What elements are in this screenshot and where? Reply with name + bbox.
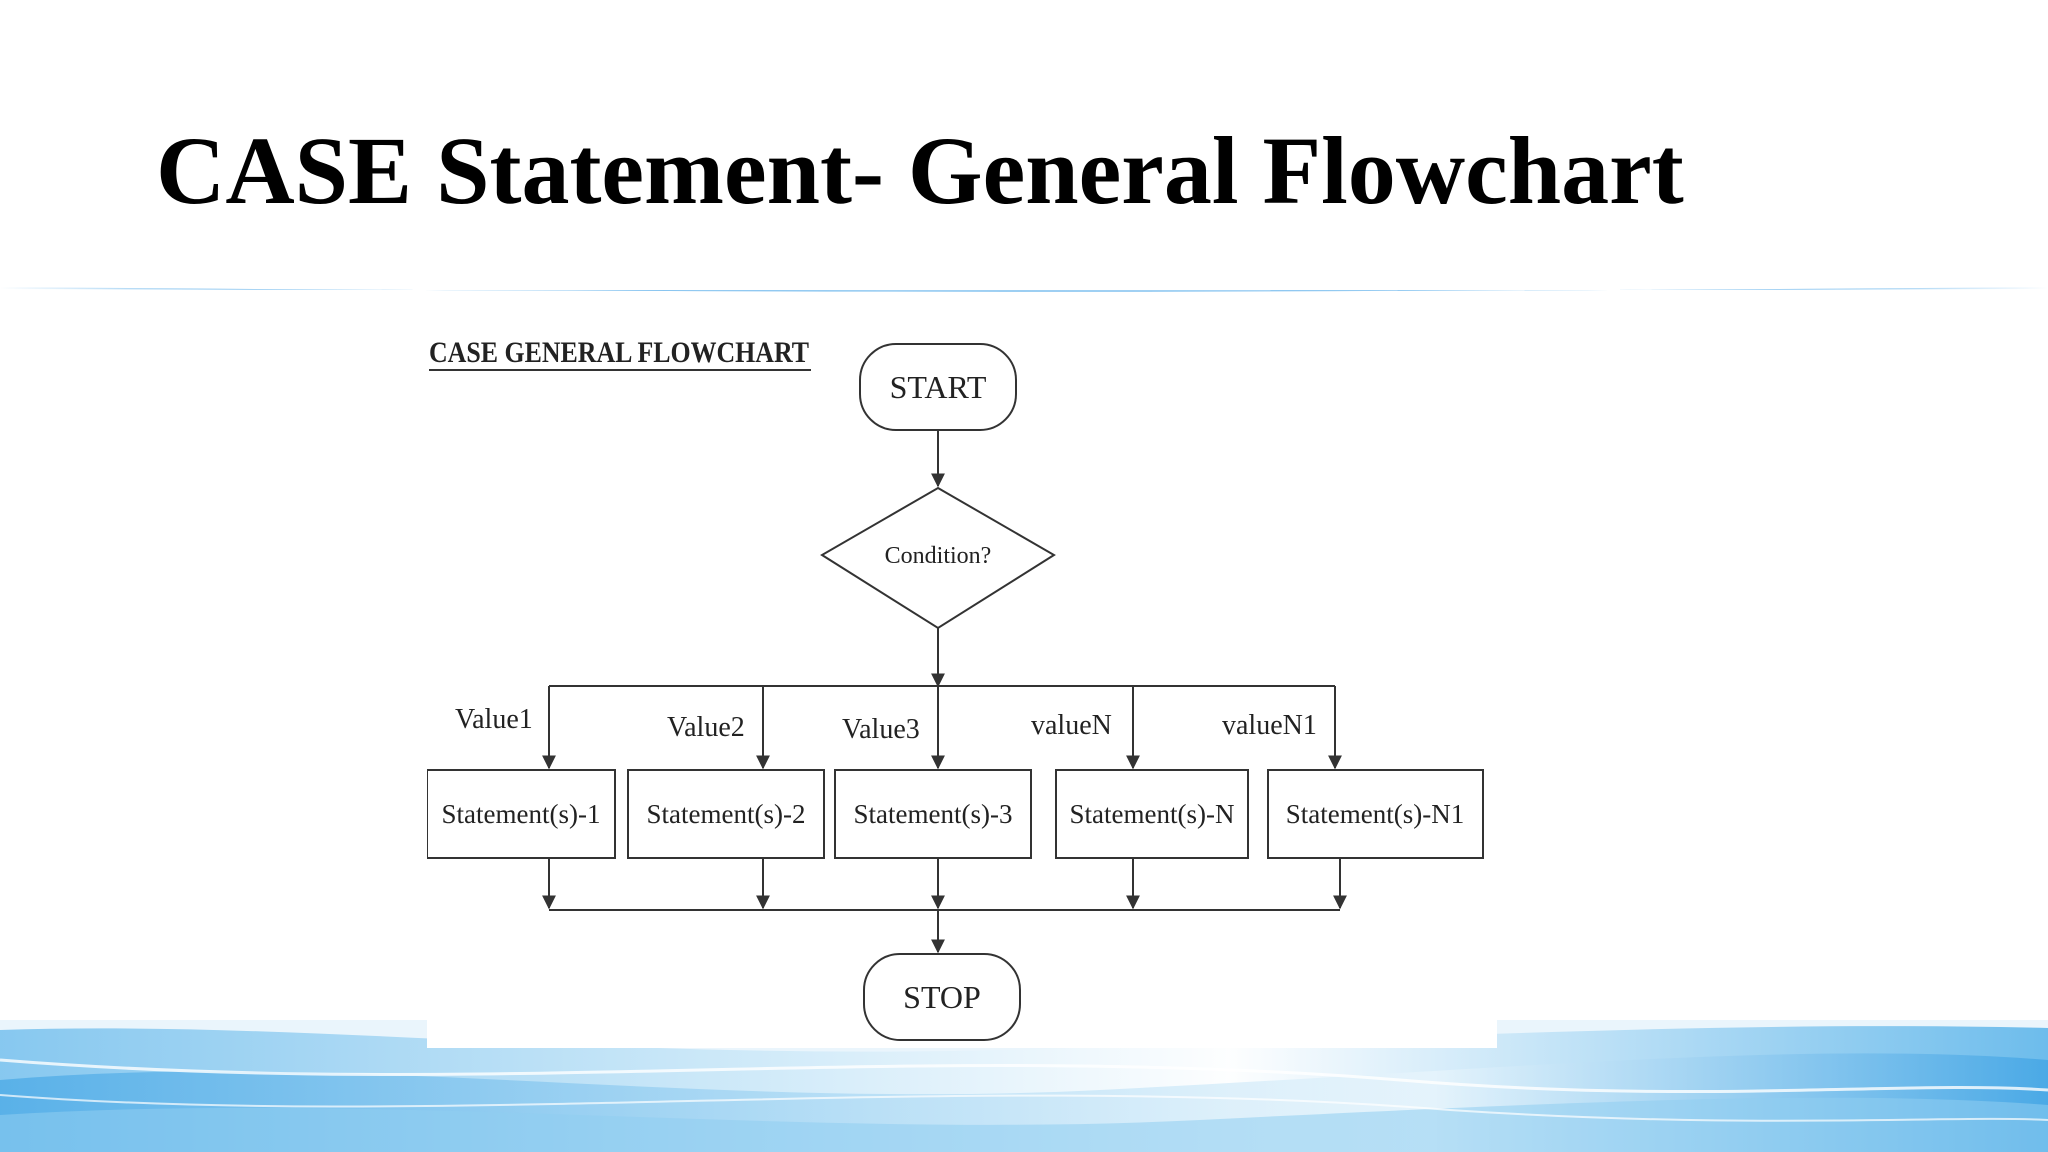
branch-value-2: Value2	[667, 712, 745, 743]
statement-box-2	[627, 769, 825, 859]
flowchart-heading: CASE GENERAL FLOWCHART	[429, 336, 809, 369]
branch-value-1: Value1	[455, 704, 533, 735]
statement-label-2: Statement(s)-2	[647, 799, 806, 829]
start-label: START	[890, 369, 987, 405]
stop-terminal	[863, 953, 1021, 1041]
statement-box-1	[427, 769, 616, 859]
branch-value-4: valueN	[1031, 710, 1112, 741]
statement-label-1: Statement(s)-1	[442, 799, 601, 829]
title-divider	[0, 287, 2048, 292]
stop-label: STOP	[903, 979, 981, 1015]
statement-label-5: Statement(s)-N1	[1286, 799, 1464, 829]
statement-box-3	[834, 769, 1032, 859]
statement-label-3: Statement(s)-3	[854, 799, 1013, 829]
flowchart-diagram: CASE GENERAL FLOWCHART START Condition? …	[427, 318, 1497, 1048]
flowchart-canvas: CASE GENERAL FLOWCHART START Condition? …	[427, 336, 1484, 1041]
branch-value-3: Value3	[842, 714, 920, 745]
statement-box-5	[1267, 769, 1484, 859]
statement-label-4: Statement(s)-N	[1070, 799, 1235, 829]
branch-value-5: valueN1	[1222, 710, 1317, 741]
condition-label: Condition?	[885, 543, 992, 569]
statement-box-4	[1055, 769, 1249, 859]
slide-title: CASE Statement- General Flowchart	[156, 117, 1684, 224]
